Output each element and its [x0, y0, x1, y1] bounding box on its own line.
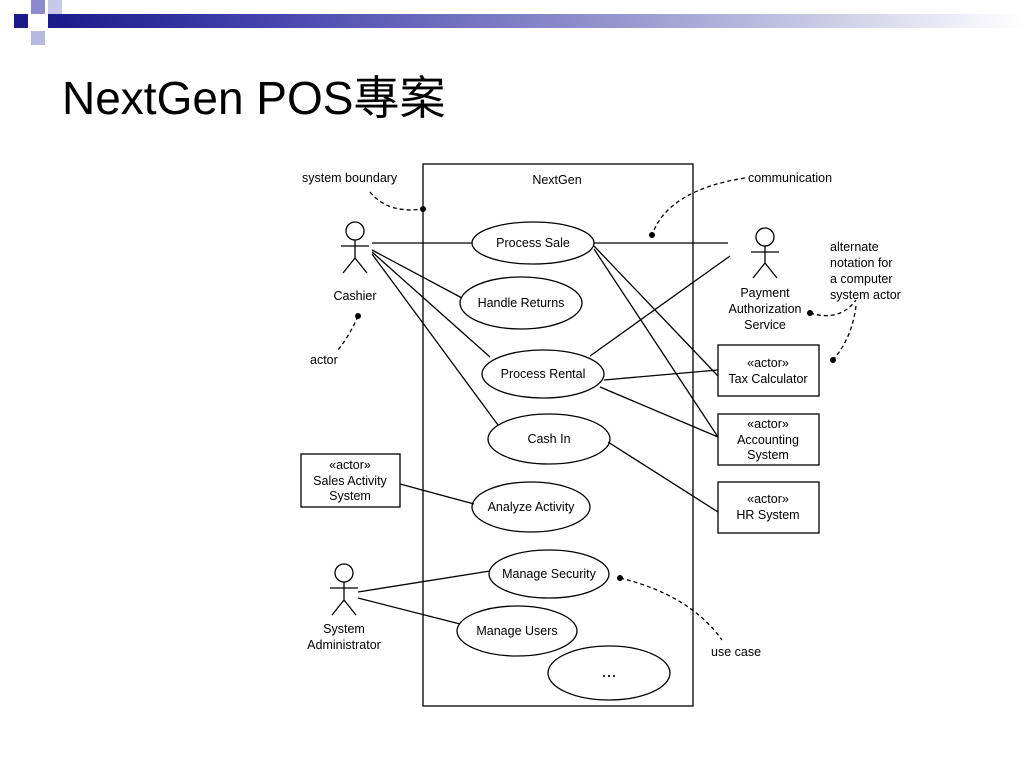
- cashier-actor-figure: [341, 221, 369, 274]
- analyze-activity-ellipse: [471, 481, 591, 533]
- manage-security-ellipse: [488, 549, 610, 599]
- hr-system-label: HR System: [736, 508, 799, 522]
- sysadmin-actor-figure: [330, 563, 358, 616]
- slide-title: NextGen POS專案: [62, 72, 446, 124]
- header-square-dark: [14, 14, 28, 28]
- header-square-mid: [31, 0, 45, 14]
- manage-users-label: Manage Users: [476, 624, 557, 638]
- process-sale-ellipse: [471, 221, 595, 265]
- accounting-label-line1: Accounting: [737, 433, 799, 447]
- accounting-label-line2: System: [747, 448, 789, 462]
- hr-system-box: [717, 481, 820, 534]
- alternate-annotation-line4: system actor: [830, 288, 901, 302]
- slide-header: [0, 0, 1024, 50]
- system-name-label: NextGen: [532, 173, 581, 187]
- sysadmin-label-line2: Administrator: [307, 638, 381, 652]
- communication-annotation: communication: [748, 171, 832, 185]
- payment-label-line2: Authorization: [729, 302, 802, 316]
- analyze-activity-label: Analyze Activity: [488, 500, 576, 514]
- tax-calculator-box: [717, 344, 820, 397]
- sales-label-line2: System: [329, 489, 371, 503]
- system-boundary-box: [422, 163, 694, 707]
- manage-security-label: Manage Security: [502, 567, 597, 581]
- payment-label-line1: Payment: [740, 286, 790, 300]
- accounting-stereotype: «actor»: [747, 417, 789, 431]
- alternate-annotation-line1: alternate: [830, 240, 879, 254]
- accounting-system-box: [717, 413, 820, 466]
- header-gradient-bar: [48, 14, 1024, 28]
- process-rental-label: Process Rental: [501, 367, 586, 381]
- sales-stereotype: «actor»: [329, 458, 371, 472]
- header-square-light: [31, 31, 45, 45]
- handle-returns-label: Handle Returns: [478, 296, 565, 310]
- annotation-dots: [355, 206, 836, 581]
- payment-label-line3: Service: [744, 318, 786, 332]
- annotation-leaders: [337, 177, 857, 641]
- more-use-cases-ellipse: [547, 645, 671, 701]
- sysadmin-label-line1: System: [323, 622, 365, 636]
- use-case-annotation: use case: [711, 645, 761, 659]
- process-sale-label: Process Sale: [496, 236, 570, 250]
- cashier-label: Cashier: [333, 289, 376, 303]
- cash-in-ellipse: [487, 413, 611, 465]
- tax-calculator-label: Tax Calculator: [728, 372, 807, 386]
- handle-returns-ellipse: [459, 276, 583, 330]
- manage-users-ellipse: [456, 605, 578, 657]
- cash-in-label: Cash In: [527, 432, 570, 446]
- tax-stereotype: «actor»: [747, 356, 789, 370]
- system-boundary-annotation: system boundary: [302, 171, 398, 185]
- sales-activity-system-box: [300, 453, 401, 508]
- header-square-lighter: [48, 0, 62, 14]
- alternate-annotation-line2: notation for: [830, 256, 893, 270]
- association-lines: [357, 242, 731, 625]
- sales-label-line1: Sales Activity: [313, 474, 387, 488]
- payment-actor-figure: [751, 227, 779, 279]
- actor-annotation: actor: [310, 353, 338, 367]
- process-rental-ellipse: [481, 349, 605, 399]
- more-use-cases-label: ...: [601, 661, 616, 681]
- hr-stereotype: «actor»: [747, 492, 789, 506]
- alternate-annotation-line3: a computer: [830, 272, 893, 286]
